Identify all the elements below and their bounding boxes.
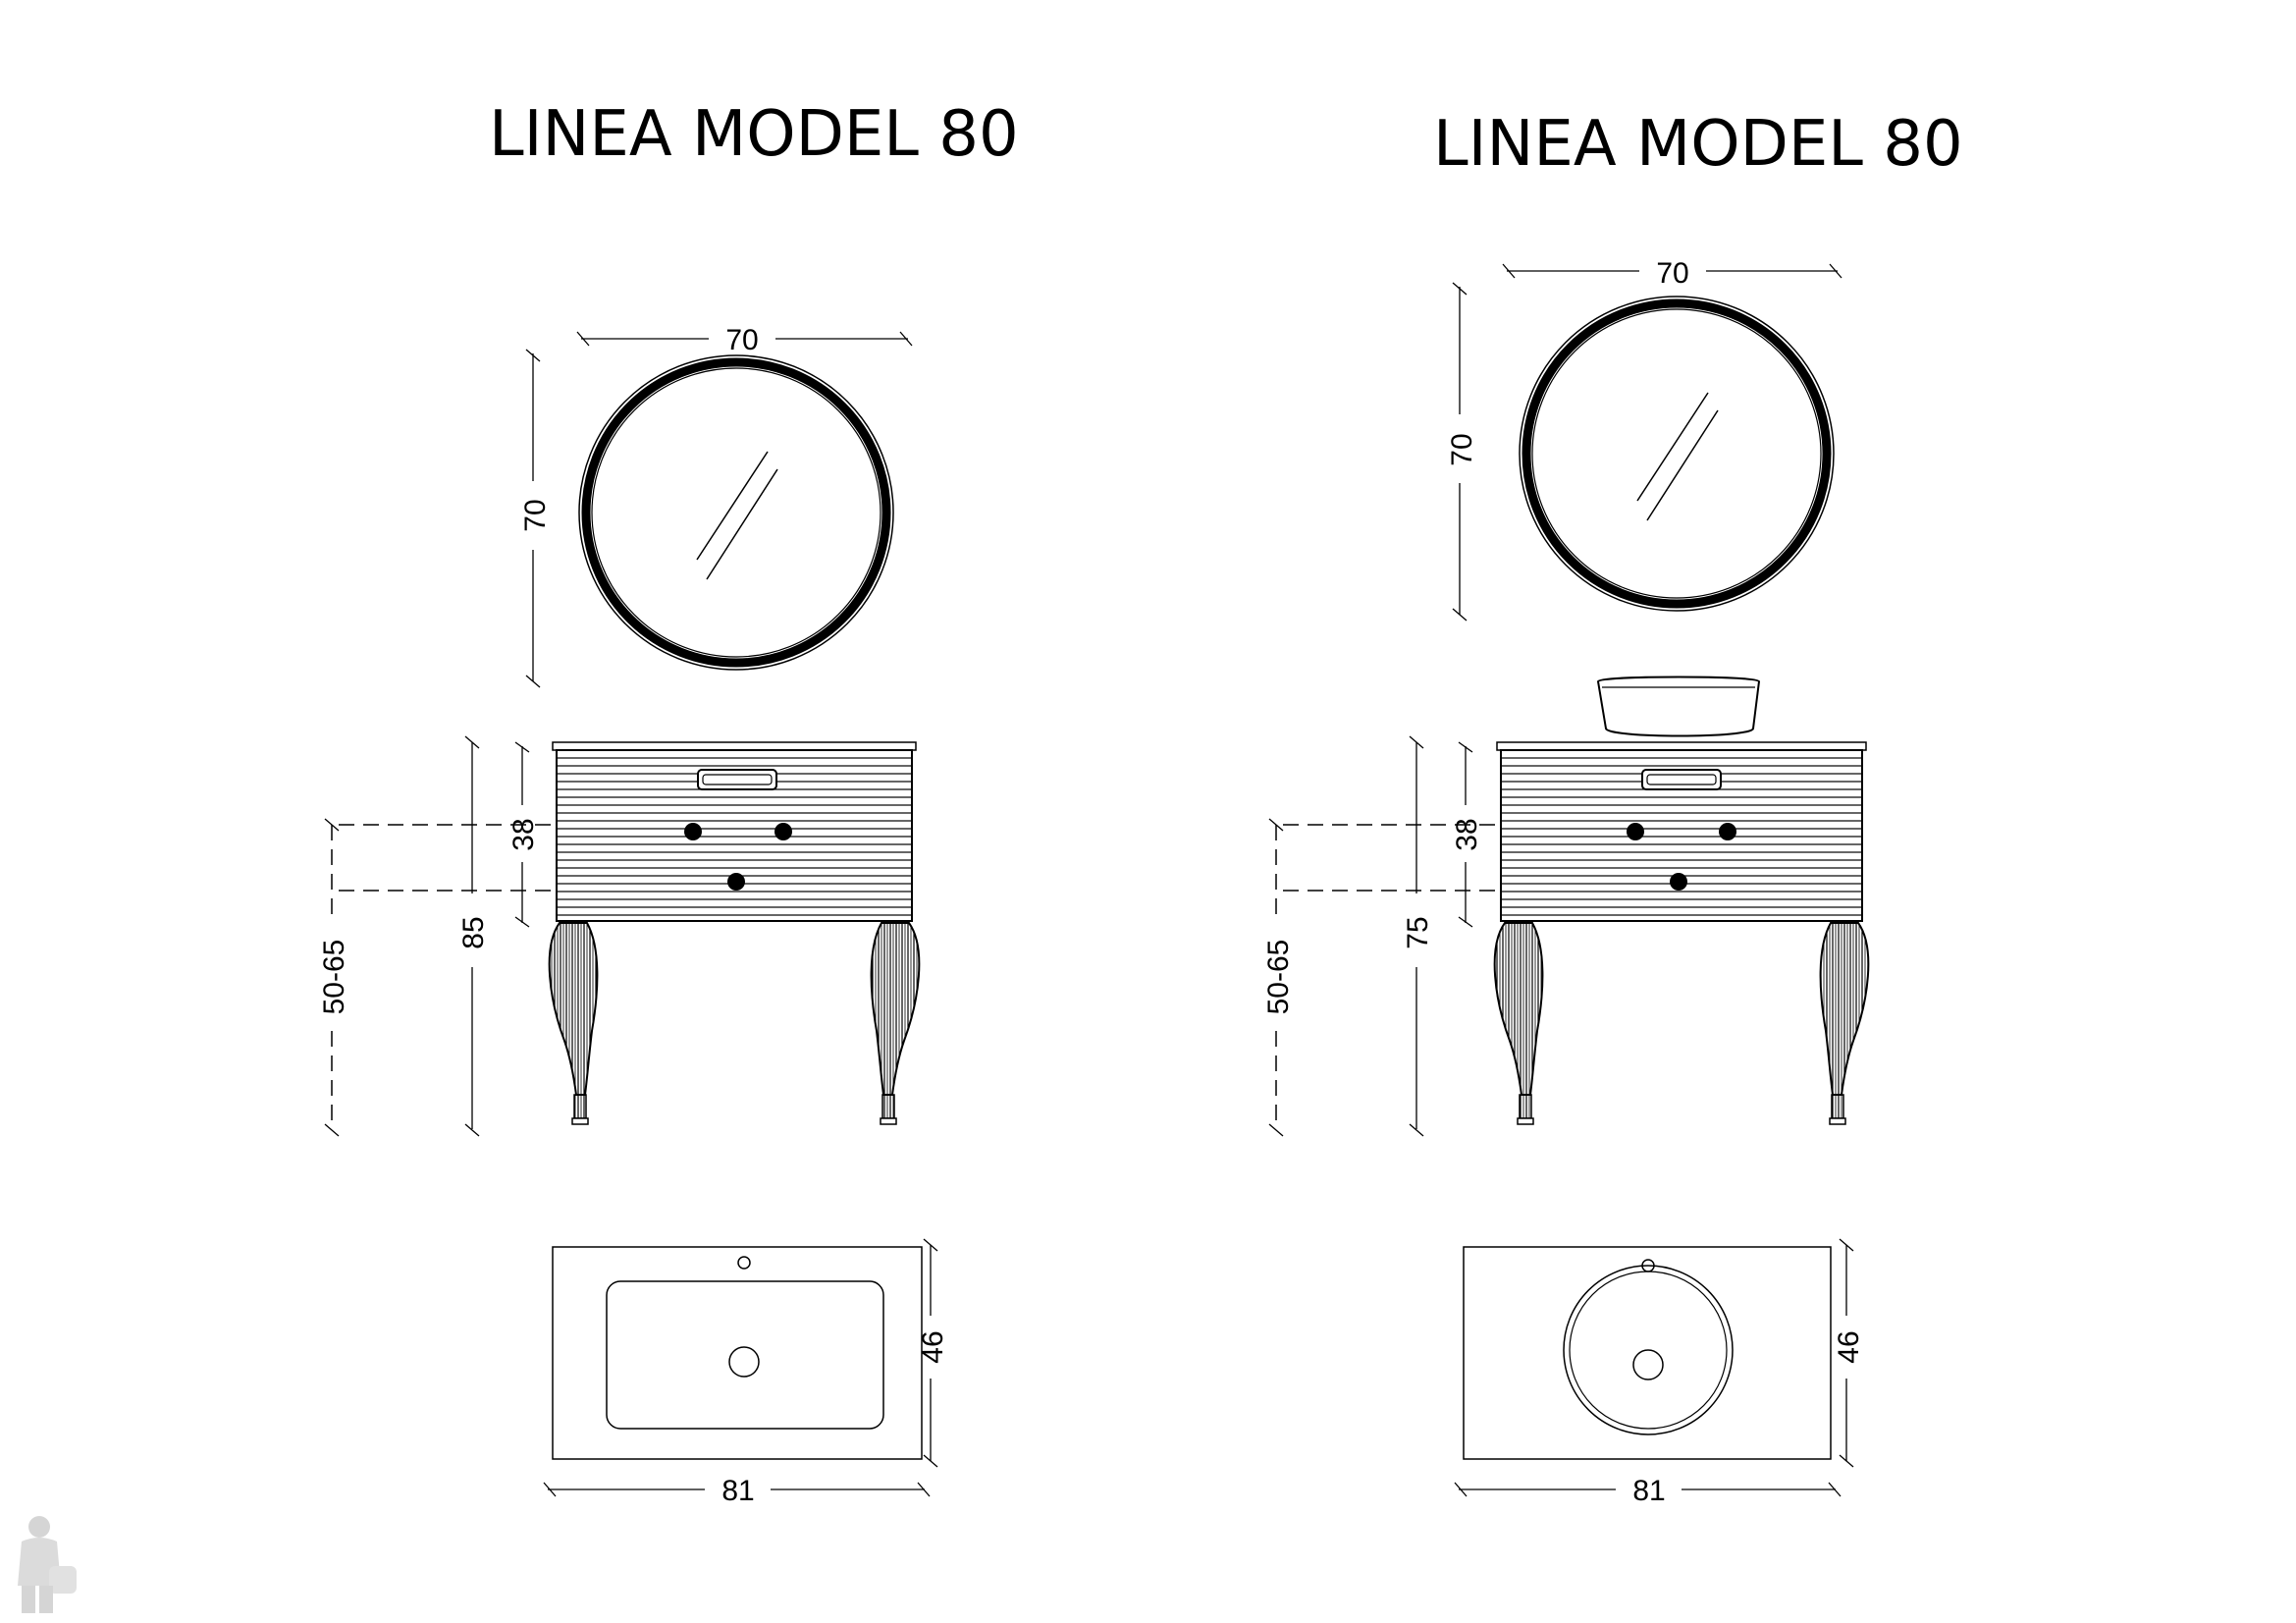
left-top-width-label: 81 bbox=[721, 1475, 754, 1507]
right-cabinet-dimensions: 38 75 50-65 bbox=[1262, 735, 1499, 1137]
right-top-depth-label: 46 bbox=[1833, 1330, 1865, 1363]
right-vessel-sink bbox=[1596, 676, 1761, 737]
right-model: 70 70 bbox=[1262, 257, 1870, 1507]
right-mirror-width-label: 70 bbox=[1656, 257, 1688, 290]
right-mirror-height-dimension: 70 bbox=[1446, 282, 1478, 622]
left-drawer-height-label: 38 bbox=[507, 818, 540, 850]
right-round-mirror bbox=[1519, 296, 1835, 612]
right-total-height-label: 75 bbox=[1402, 916, 1434, 948]
right-mirror-width-dimension: 70 bbox=[1502, 257, 1842, 290]
left-top-view: 46 81 bbox=[543, 1238, 949, 1507]
left-round-mirror bbox=[578, 354, 894, 671]
title-right: LINEA MODEL 80 bbox=[1433, 108, 1963, 181]
left-cabinet-dimensions: 38 85 50-65 bbox=[318, 735, 555, 1137]
right-top-width-label: 81 bbox=[1632, 1475, 1665, 1507]
left-total-height-label: 85 bbox=[457, 916, 490, 948]
left-mirror-width-dimension: 70 bbox=[576, 324, 913, 356]
left-vanity-cabinet bbox=[548, 741, 921, 1125]
right-drawer-height-label: 38 bbox=[1451, 818, 1483, 850]
right-mirror-height-label: 70 bbox=[1446, 433, 1478, 465]
title-left: LINEA MODEL 80 bbox=[489, 98, 1019, 171]
plumber-logo-icon bbox=[18, 1516, 77, 1613]
right-top-view: 46 81 bbox=[1454, 1238, 1865, 1507]
left-mirror-height-label: 70 bbox=[519, 499, 552, 531]
right-vanity-cabinet bbox=[1493, 741, 1870, 1125]
right-floor-to-base-label: 50-65 bbox=[1262, 940, 1295, 1015]
left-top-depth-label: 46 bbox=[917, 1330, 949, 1363]
left-mirror-height-dimension: 70 bbox=[519, 349, 552, 688]
left-model: 70 70 bbox=[318, 324, 949, 1507]
left-mirror-width-label: 70 bbox=[725, 324, 758, 356]
left-floor-to-base-label: 50-65 bbox=[318, 940, 350, 1015]
